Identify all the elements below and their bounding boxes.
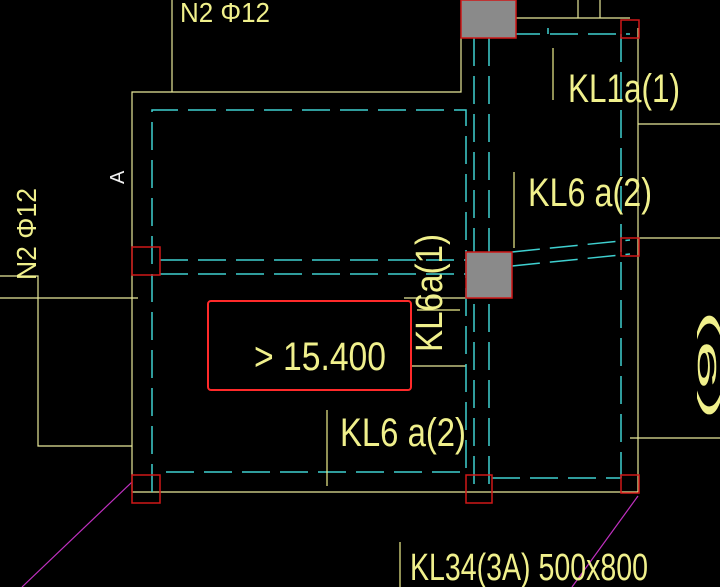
rebar-label-left: N2 Φ12 — [11, 188, 42, 280]
elevation-value[interactable]: > 15.400 — [254, 335, 386, 379]
right-edge-label: (9) — [692, 310, 720, 420]
column-outline — [620, 19, 640, 39]
beam-label-kl1a: KL1a(1) — [568, 67, 680, 111]
column-outline — [620, 474, 640, 494]
column-outline — [131, 246, 161, 276]
column-outline — [465, 474, 493, 504]
wall-outlines — [0, 0, 720, 493]
beam-label-kl6a-lower: KL6 a(2) — [340, 411, 466, 455]
column-outline — [131, 474, 161, 504]
selection-highlight — [207, 300, 412, 391]
beam-label-kl6a-vertical: KL6a(1) — [409, 234, 451, 352]
column-filled-top — [460, 0, 517, 39]
column-filled-mid — [465, 251, 513, 299]
beam-label-kl6a-upper: KL6 a(2) — [528, 171, 652, 215]
rebar-label-top: N2 Φ12 — [180, 0, 270, 28]
beam-label-kl34: KL34(3A) 500x800 — [410, 547, 648, 587]
label-leaders — [326, 48, 554, 587]
grid-axis-label: A — [107, 170, 129, 184]
columns — [131, 0, 640, 504]
beam-centerlines — [151, 0, 631, 492]
column-outline — [620, 237, 640, 257]
diagonal-lines — [21, 481, 639, 587]
